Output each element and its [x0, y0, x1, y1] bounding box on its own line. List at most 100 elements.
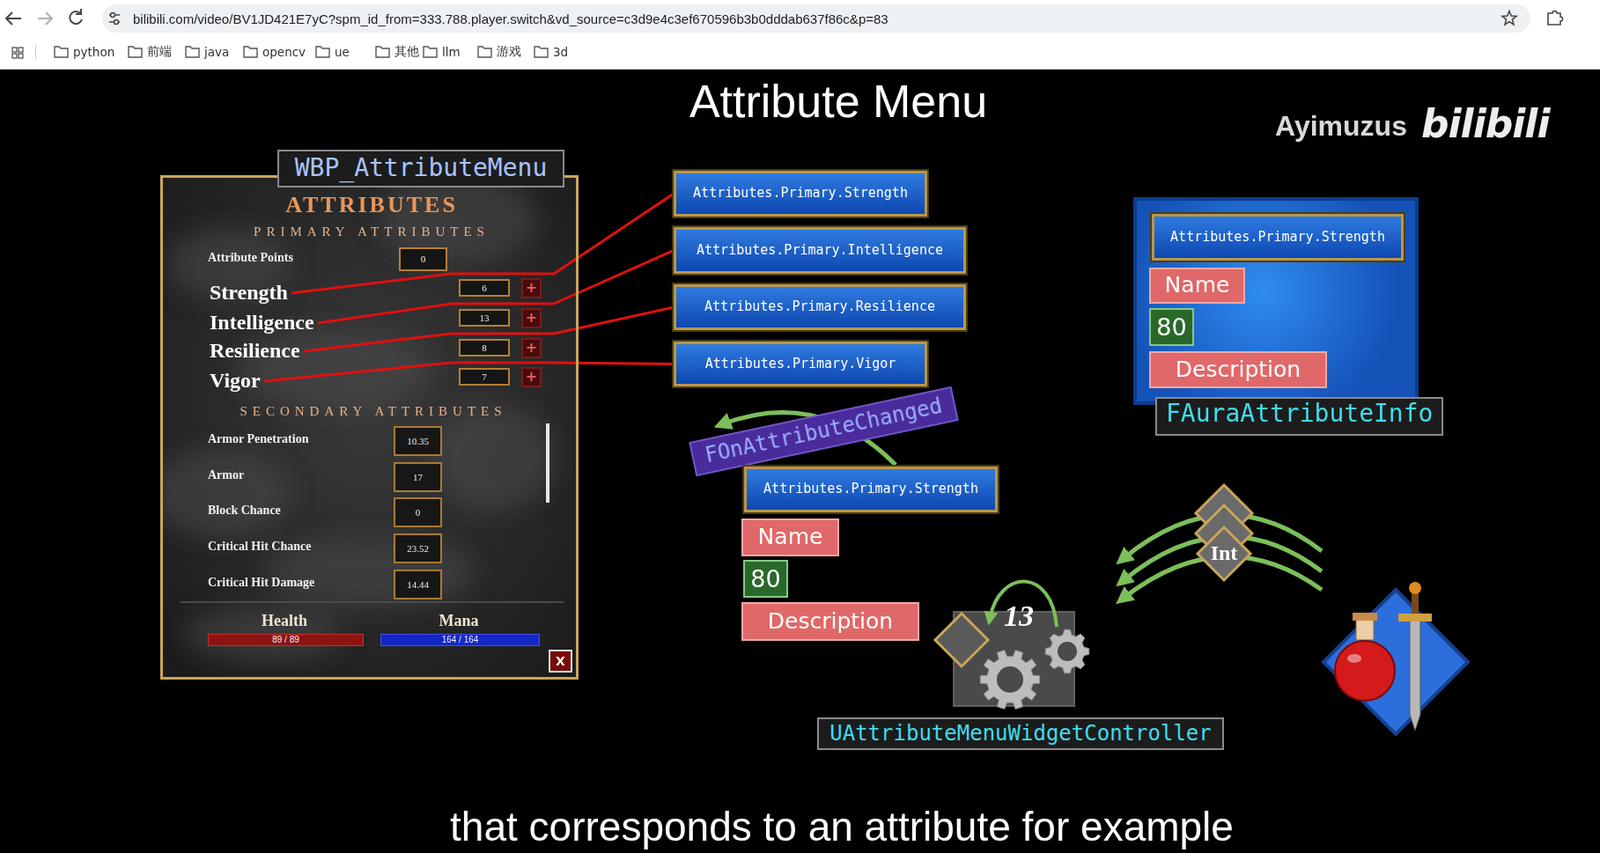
panel-text: SECONDARY ATTRIBUTES	[239, 404, 507, 420]
address-bar	[102, 4, 1531, 33]
field-box: Description	[1149, 351, 1328, 389]
gameplay-tag: Attributes.Primary.Intelligence	[673, 227, 966, 274]
data-asset-icon	[1323, 589, 1468, 735]
node-text: Description	[1175, 357, 1301, 384]
node-text: UAttributeMenuWidgetController	[829, 722, 1211, 747]
node-text: Int	[1210, 541, 1239, 567]
node-text: Attributes.Primary.Strength	[693, 185, 908, 201]
attribute-name: Vigor	[209, 368, 265, 394]
folder-icon	[376, 46, 390, 58]
folder-icon	[54, 46, 68, 58]
panel-text: ATTRIBUTES	[285, 191, 458, 219]
plus-button: +	[521, 367, 542, 388]
potion-icon	[1347, 654, 1362, 664]
slide-title: Attribute Menu	[689, 74, 988, 128]
node-text: 13	[479, 312, 490, 325]
mana-bar: 164 / 164	[380, 634, 540, 647]
struct-panel: FAuraAttributeInfoAttributes.Primary.Str…	[1133, 197, 1419, 406]
node-text: Resilience	[209, 339, 301, 364]
node-text: Attributes.Primary.Vigor	[705, 356, 897, 372]
bookmark-star-icon	[1502, 11, 1517, 25]
node-text: +	[525, 309, 538, 326]
node-text: 80	[1156, 313, 1187, 341]
folder-icon	[243, 46, 258, 58]
extension-icon	[1548, 11, 1564, 26]
folder-icon	[478, 46, 492, 58]
plus-button: +	[521, 278, 542, 299]
value-field: 80	[1149, 308, 1195, 347]
subtitle: that corresponds to an attribute for exa…	[449, 803, 1234, 851]
panel-text: Health	[261, 611, 308, 631]
node-text: 80	[750, 565, 781, 593]
bookmark-name: opencv	[262, 44, 306, 59]
panel-text: Armor	[207, 468, 244, 483]
value-box: 7	[458, 368, 510, 386]
apps-icon	[12, 53, 17, 59]
node-text: 10.35	[406, 435, 429, 448]
sword-icon	[1408, 582, 1422, 595]
address-text: bilibili.com/video/BV1JD421E7yC?spm_id_f…	[132, 11, 889, 27]
bookmark-name: java	[204, 44, 229, 59]
plus-button: +	[521, 338, 542, 359]
site-info-icon	[110, 13, 116, 18]
value-number: 13	[1003, 599, 1034, 634]
gear-icon	[980, 650, 1040, 710]
widget-panel: ATTRIBUTESPRIMARY ATTRIBUTESAttribute Po…	[160, 175, 579, 680]
value-box: 10.35	[393, 426, 443, 457]
node-text: 14.44	[406, 579, 429, 591]
sword-icon	[1411, 591, 1419, 614]
value-box: 13	[458, 309, 510, 327]
panel-text: Block Chance	[207, 503, 281, 518]
value-box: 6	[458, 279, 510, 297]
class-label: WBP_AttributeMenu	[277, 149, 565, 188]
back-icon	[6, 12, 22, 25]
node-text: 8	[481, 342, 487, 354]
value-box: 8	[458, 339, 510, 357]
panel-text: PRIMARY ATTRIBUTES	[253, 224, 490, 240]
panel-texture	[160, 176, 555, 661]
node-text: 6	[481, 282, 487, 295]
health-bar: 89 / 89	[207, 634, 364, 647]
gear-icon	[1045, 629, 1090, 674]
reload-icon	[69, 8, 82, 24]
bookmark-name: 其他	[394, 44, 420, 60]
field-box: Description	[741, 602, 920, 642]
value-box: 17	[393, 462, 443, 493]
gameplay-tag: Attributes.Primary.Strength	[673, 170, 928, 217]
folder-icon	[316, 46, 330, 58]
bookmark-name: 游戏	[496, 44, 522, 60]
gameplay-tag: Attributes.Primary.Vigor	[673, 341, 928, 387]
bookmark-name: 3d	[552, 44, 568, 59]
panel-ground	[160, 175, 579, 680]
node-text: 0	[415, 507, 421, 519]
panel-texture	[160, 449, 291, 538]
node-text: 23.52	[406, 543, 429, 555]
node-text: Attributes.Primary.Strength	[763, 481, 979, 497]
toolbar-divider	[0, 68, 1600, 70]
field-box: Name	[1149, 267, 1246, 304]
struct-label: FAuraAttributeInfo	[1155, 397, 1444, 436]
value-field: 80	[743, 560, 789, 598]
attribute-name: Intelligence	[209, 310, 318, 336]
bookmark-name: llm	[442, 44, 461, 59]
bookmark-separator	[35, 44, 37, 59]
value-box: 23.52	[393, 533, 443, 564]
gameplay-tag: Attributes.Primary.Strength	[744, 466, 998, 513]
scroll-bar	[545, 423, 550, 503]
plus-button: +	[521, 308, 542, 329]
node-text: 0	[420, 253, 427, 266]
node-text: 89 / 89	[272, 634, 300, 646]
node-text: +	[525, 368, 538, 385]
bookmark-name: ue	[334, 44, 350, 59]
panel-text: Critical Hit Damage	[207, 575, 315, 590]
attribute-name: Strength	[209, 280, 292, 306]
node-text: Attributes.Primary.Resilience	[704, 299, 936, 315]
browser-toolbar	[0, 0, 1600, 70]
panel-text: Armor Penetration	[207, 432, 309, 447]
node-text: Name	[1164, 272, 1231, 299]
node-text: 7	[481, 371, 487, 384]
attribute-diamond	[935, 613, 989, 667]
panel-texture	[160, 176, 555, 661]
watermark-logo: bilibili	[1421, 101, 1549, 147]
panel-text: Mana	[439, 611, 480, 631]
